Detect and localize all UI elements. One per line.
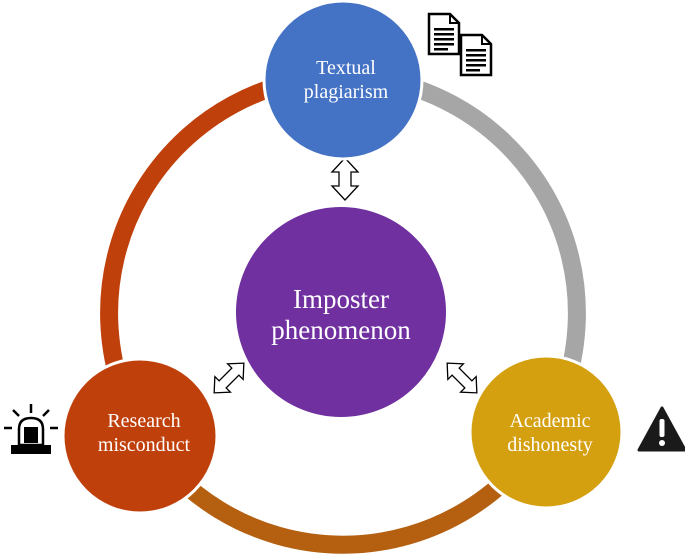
node-research-misconduct-line1: Research	[107, 410, 180, 432]
center-label-line1: Imposter	[293, 284, 389, 314]
alarm-light-icon	[4, 404, 58, 454]
node-textual-plagiarism: Textual plagiarism	[262, 0, 424, 161]
node-research-misconduct: Research misconduct	[61, 357, 219, 515]
node-academic-dishonesty-line1: Academic	[509, 410, 590, 432]
double-arrow-top-icon	[330, 157, 360, 201]
node-textual-plagiarism-line1: Textual	[316, 57, 376, 79]
double-arrow-right-icon	[446, 362, 478, 394]
documents-icon	[427, 12, 493, 77]
node-academic-dishonesty: Academic dishonesty	[468, 354, 624, 510]
node-research-misconduct-line2: misconduct	[98, 434, 191, 456]
center-label-line2: phenomenon	[271, 315, 411, 345]
warning-icon	[637, 406, 685, 452]
node-textual-plagiarism-line2: plagiarism	[304, 81, 389, 103]
node-academic-dishonesty-line2: dishonesty	[507, 434, 593, 456]
double-arrow-left-icon	[213, 362, 245, 394]
center-node-imposter-phenomenon: Imposter phenomenon	[234, 205, 448, 419]
